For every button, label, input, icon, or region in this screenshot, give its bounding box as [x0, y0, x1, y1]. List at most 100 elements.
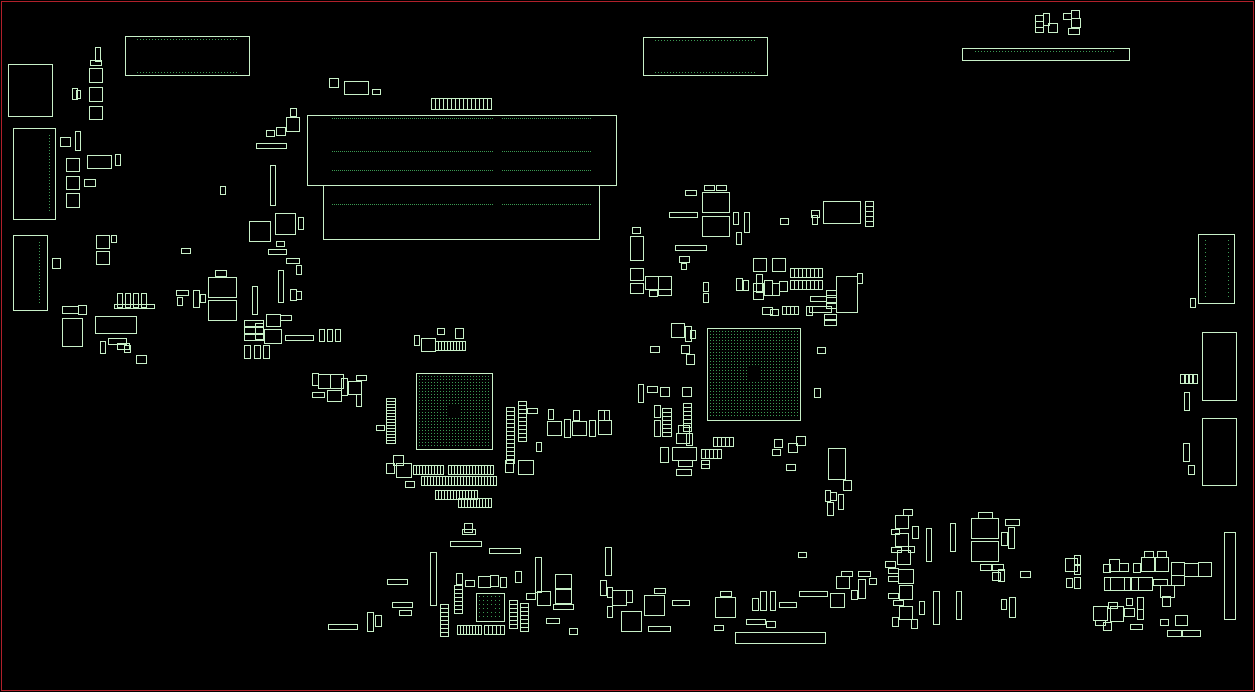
memory-slot-body[interactable] — [323, 185, 600, 240]
resistor[interactable] — [506, 459, 515, 464]
component[interactable] — [798, 552, 807, 558]
component[interactable] — [702, 216, 730, 237]
connector-top-left[interactable] — [125, 36, 250, 76]
component[interactable] — [256, 143, 287, 149]
ic-bottom[interactable] — [476, 593, 505, 622]
component[interactable] — [1124, 608, 1135, 617]
component[interactable] — [681, 263, 687, 270]
component[interactable] — [826, 290, 837, 296]
resistor[interactable] — [488, 498, 492, 508]
component[interactable] — [286, 258, 300, 264]
component[interactable] — [553, 604, 574, 610]
component[interactable] — [356, 394, 362, 407]
component[interactable] — [604, 410, 610, 421]
component[interactable] — [537, 591, 551, 606]
component[interactable] — [1160, 585, 1175, 598]
component[interactable] — [215, 270, 227, 277]
component[interactable] — [455, 328, 464, 339]
component[interactable] — [770, 309, 779, 316]
component[interactable] — [1126, 598, 1133, 606]
component[interactable] — [270, 165, 276, 206]
component[interactable] — [911, 619, 918, 629]
component[interactable] — [826, 303, 837, 309]
component[interactable] — [547, 421, 562, 436]
component[interactable] — [632, 227, 641, 234]
component[interactable] — [824, 314, 837, 320]
component[interactable] — [681, 345, 690, 354]
component[interactable] — [672, 600, 690, 606]
component[interactable] — [811, 210, 820, 218]
component[interactable] — [682, 387, 692, 397]
component[interactable] — [991, 564, 1004, 571]
component[interactable] — [788, 443, 798, 453]
component[interactable] — [465, 580, 475, 587]
component[interactable] — [66, 176, 80, 190]
component[interactable] — [278, 270, 284, 303]
component[interactable] — [746, 619, 766, 625]
component[interactable] — [1182, 630, 1201, 637]
component[interactable] — [555, 589, 572, 604]
component[interactable] — [341, 378, 348, 396]
component[interactable] — [573, 410, 580, 421]
component[interactable] — [505, 460, 514, 473]
component[interactable] — [84, 179, 96, 187]
connector-right-1[interactable] — [1198, 234, 1235, 304]
component[interactable] — [1183, 443, 1190, 462]
component[interactable] — [244, 345, 251, 359]
component[interactable] — [690, 330, 696, 339]
resistor[interactable] — [146, 304, 155, 309]
component[interactable] — [888, 593, 899, 599]
component[interactable] — [644, 595, 665, 616]
component[interactable] — [462, 529, 476, 535]
component[interactable] — [280, 315, 292, 321]
component[interactable] — [1074, 555, 1081, 565]
component[interactable] — [660, 447, 669, 463]
component[interactable] — [649, 290, 658, 297]
component[interactable] — [95, 47, 101, 62]
component[interactable] — [1188, 465, 1195, 475]
component[interactable] — [414, 335, 420, 346]
component[interactable] — [268, 249, 287, 255]
component[interactable] — [1133, 563, 1141, 573]
component[interactable] — [679, 256, 690, 263]
resistor[interactable] — [1188, 374, 1194, 384]
component[interactable] — [1043, 13, 1050, 26]
component[interactable] — [536, 442, 542, 452]
component[interactable] — [826, 297, 837, 303]
component[interactable] — [515, 571, 522, 583]
component[interactable] — [1137, 609, 1144, 620]
resistor[interactable] — [133, 293, 139, 308]
resistor[interactable] — [1184, 374, 1190, 384]
resistor[interactable] — [701, 464, 710, 469]
component[interactable] — [660, 387, 670, 397]
component[interactable] — [75, 131, 81, 151]
component[interactable] — [830, 593, 845, 608]
component[interactable] — [329, 78, 339, 88]
component[interactable] — [892, 617, 899, 627]
connector-top-right[interactable] — [962, 48, 1130, 61]
component[interactable] — [654, 420, 661, 437]
component[interactable] — [753, 258, 767, 272]
connector-left-2[interactable] — [13, 128, 56, 220]
component[interactable] — [828, 448, 846, 480]
component[interactable] — [743, 280, 749, 291]
component[interactable] — [998, 569, 1005, 582]
component[interactable] — [405, 481, 415, 488]
component[interactable] — [208, 277, 237, 298]
component[interactable] — [96, 235, 110, 249]
component[interactable] — [895, 533, 909, 547]
component[interactable] — [607, 606, 613, 618]
component[interactable] — [950, 523, 956, 552]
component[interactable] — [1190, 298, 1196, 308]
component[interactable] — [276, 241, 285, 247]
resistor[interactable] — [500, 625, 505, 635]
component[interactable] — [1141, 557, 1155, 572]
component[interactable] — [87, 155, 112, 169]
component[interactable] — [100, 341, 106, 354]
component[interactable] — [857, 273, 863, 284]
component[interactable] — [786, 464, 796, 471]
component[interactable] — [518, 460, 534, 475]
component[interactable] — [376, 425, 385, 431]
component[interactable] — [348, 381, 362, 395]
